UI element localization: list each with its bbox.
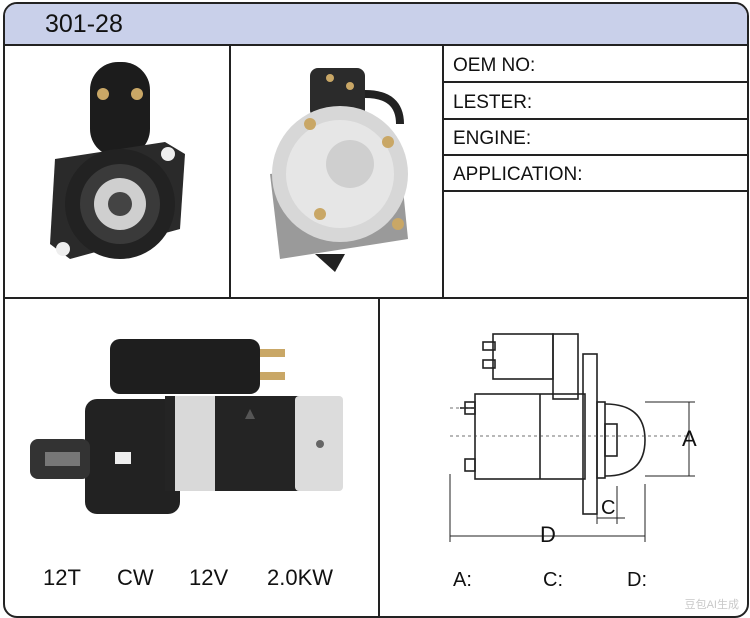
field-divider <box>442 118 747 120</box>
starter-front-photo <box>50 62 185 259</box>
lester-label: LESTER: <box>453 92 533 113</box>
starter-rear-photo <box>270 68 408 272</box>
grid-divider <box>442 44 444 298</box>
dimension-c: C: <box>543 569 563 591</box>
header-bar: 301-28 <box>5 4 747 46</box>
dimension-d: D: <box>627 569 647 591</box>
spec-teeth: 12T <box>43 565 81 590</box>
dim-c-label: C <box>601 497 615 519</box>
oem-no-label: OEM NO: <box>453 55 536 76</box>
dimension-drawing: A C D <box>449 333 697 547</box>
spec-voltage: 12V <box>189 565 229 590</box>
spec-rotation: CW <box>117 565 154 590</box>
starter-side-photo <box>30 339 343 514</box>
product-sheet: 301-28 OEM NO: LESTER: ENGINE: APPLICATI… <box>3 2 749 618</box>
watermark: 豆包AI生成 <box>684 599 739 611</box>
part-number-title: 301-28 <box>45 10 123 38</box>
field-divider <box>442 81 747 83</box>
grid-divider <box>378 297 380 616</box>
field-divider <box>442 190 747 192</box>
application-label: APPLICATION: <box>453 164 583 185</box>
spec-power: 2.0KW <box>267 565 334 590</box>
grid-divider <box>229 44 231 298</box>
dim-a-label: A <box>682 426 697 451</box>
dimension-a: A: <box>453 569 472 591</box>
engine-label: ENGINE: <box>453 128 532 149</box>
dim-d-label: D <box>540 522 556 547</box>
field-divider <box>442 154 747 156</box>
grid-divider <box>5 297 747 299</box>
